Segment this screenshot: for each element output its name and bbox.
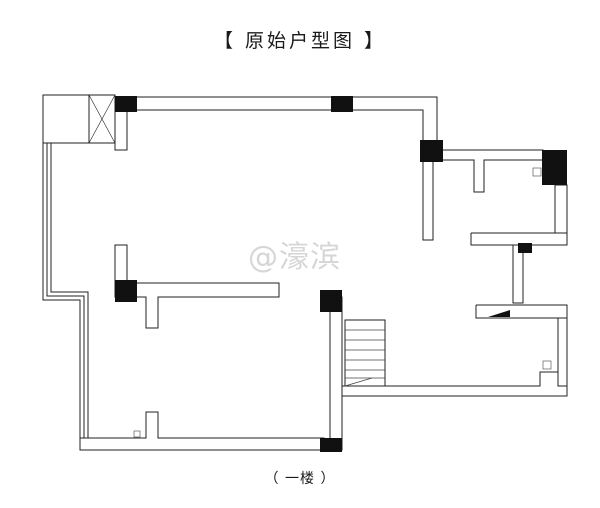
right-partition-lower bbox=[475, 304, 568, 319]
central-wall bbox=[329, 296, 343, 451]
column bbox=[320, 438, 342, 452]
top-wall bbox=[114, 96, 438, 161]
fixture bbox=[542, 360, 552, 370]
inner-wall-horizontal bbox=[114, 282, 280, 329]
column bbox=[331, 96, 353, 112]
floor-caption: （ 一楼 ） bbox=[264, 471, 336, 487]
right-partition-upper bbox=[470, 232, 568, 246]
column bbox=[542, 150, 567, 185]
left-window-wall bbox=[46, 143, 85, 438]
right-column bbox=[512, 244, 524, 304]
column bbox=[115, 96, 137, 112]
right-wall-outer bbox=[554, 184, 568, 236]
column bbox=[488, 310, 510, 317]
lower-right-outline bbox=[342, 371, 568, 397]
staircase bbox=[344, 319, 386, 387]
left-window-wall bbox=[50, 143, 89, 438]
column bbox=[115, 280, 137, 302]
right-wall-outer-lower bbox=[557, 317, 568, 387]
right-wall-upper bbox=[422, 149, 544, 241]
plan-title: 【 原始户型图 】 bbox=[213, 30, 387, 52]
fixture bbox=[532, 167, 542, 177]
top-left-box-cross bbox=[88, 94, 116, 144]
column bbox=[320, 290, 342, 312]
inner-stub-left bbox=[114, 244, 128, 286]
column bbox=[420, 140, 443, 162]
stair-edge bbox=[344, 377, 373, 387]
fixture bbox=[133, 430, 141, 438]
left-window-wall bbox=[42, 143, 81, 438]
column bbox=[518, 243, 532, 253]
watermark: @濠滨 bbox=[248, 240, 341, 275]
top-left-box bbox=[42, 94, 116, 144]
bottom-wall bbox=[79, 411, 325, 451]
